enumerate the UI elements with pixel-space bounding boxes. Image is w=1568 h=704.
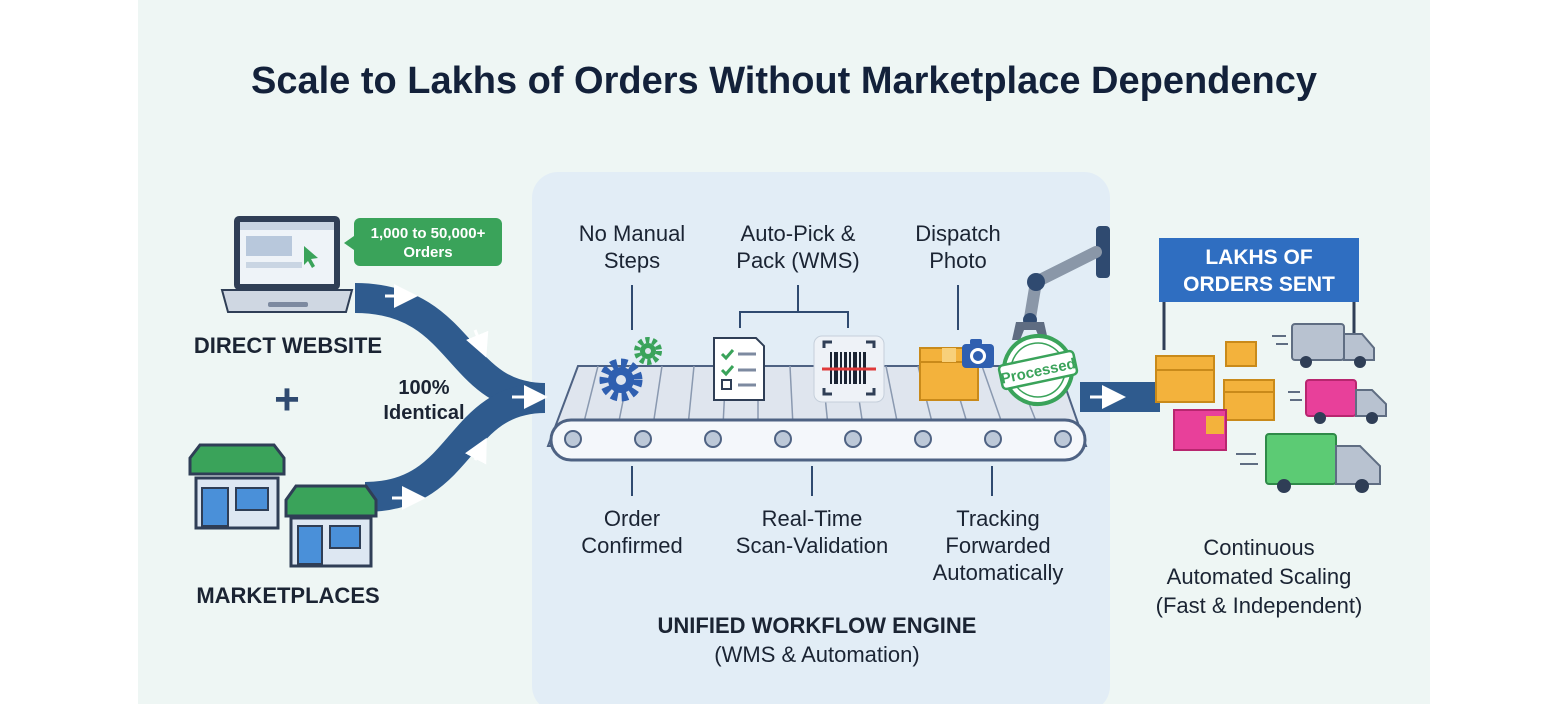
direct-website-label: DIRECT WEBSITE bbox=[193, 333, 383, 358]
camera-icon bbox=[962, 339, 994, 368]
caption-line-2: Automated Scaling bbox=[1166, 564, 1352, 589]
identical-note-line-1: 100% bbox=[398, 377, 450, 399]
laptop-icon bbox=[220, 216, 354, 313]
flow-arrows bbox=[385, 284, 1126, 510]
step-tracking-line-2: Forwarded bbox=[945, 533, 1051, 558]
step-order-confirmed-line-2: Confirmed bbox=[581, 533, 683, 558]
engine-subtitle: (WMS & Automation) bbox=[714, 642, 920, 667]
plus-symbol: + bbox=[274, 375, 300, 424]
marketplaces-label: MARKETPLACES bbox=[196, 583, 380, 608]
banner-text-line-2: ORDERS SENT bbox=[1183, 273, 1335, 296]
badge-text-line-2: Orders bbox=[403, 244, 452, 261]
orders-badge bbox=[344, 218, 502, 266]
page-title: Scale to Lakhs of Orders Without Marketp… bbox=[250, 60, 1318, 102]
lakhs-banner bbox=[1159, 238, 1359, 350]
step-no-manual-line-1: No Manual bbox=[578, 221, 686, 246]
barcode-scan-icon bbox=[813, 335, 885, 403]
step-tracking-line-1: Tracking bbox=[956, 506, 1040, 531]
step-scan-validation-line-1: Real-Time bbox=[761, 506, 863, 531]
badge-text-line-1: 1,000 to 50,000+ bbox=[371, 225, 486, 242]
truck-icon-pink bbox=[1288, 379, 1387, 424]
caption-line-3: (Fast & Independent) bbox=[1155, 593, 1363, 618]
step-dispatch-photo-line-2: Photo bbox=[929, 248, 987, 273]
step-tracking-line-3: Automatically bbox=[932, 560, 1064, 585]
storefront-icon-front bbox=[284, 484, 378, 568]
caption-line-1: Continuous bbox=[1203, 535, 1315, 560]
step-auto-pick-line-1: Auto-Pick & bbox=[740, 221, 856, 246]
step-no-manual-line-2: Steps bbox=[603, 248, 661, 273]
engine-title: UNIFIED WORKFLOW ENGINE bbox=[657, 613, 977, 638]
step-order-confirmed-line-1: Order bbox=[603, 506, 661, 531]
step-dispatch-photo-line-1: Dispatch bbox=[915, 221, 1001, 246]
flow-path-bottom bbox=[364, 383, 546, 512]
checklist-icon bbox=[713, 337, 765, 401]
boxes-icon bbox=[1155, 341, 1275, 451]
processed-stamp bbox=[997, 334, 1079, 406]
banner-text-line-1: LAKHS OF bbox=[1205, 246, 1313, 269]
truck-icon-gray bbox=[1272, 323, 1375, 368]
truck-icon-green bbox=[1236, 433, 1381, 493]
identical-note-line-2: Identical bbox=[383, 402, 465, 424]
storefront-icon-back bbox=[188, 443, 286, 530]
step-auto-pick-line-2: Pack (WMS) bbox=[736, 248, 860, 273]
step-connectors bbox=[631, 285, 993, 496]
step-scan-validation-line-2: Scan-Validation bbox=[735, 533, 889, 558]
gears-icon bbox=[599, 337, 662, 402]
